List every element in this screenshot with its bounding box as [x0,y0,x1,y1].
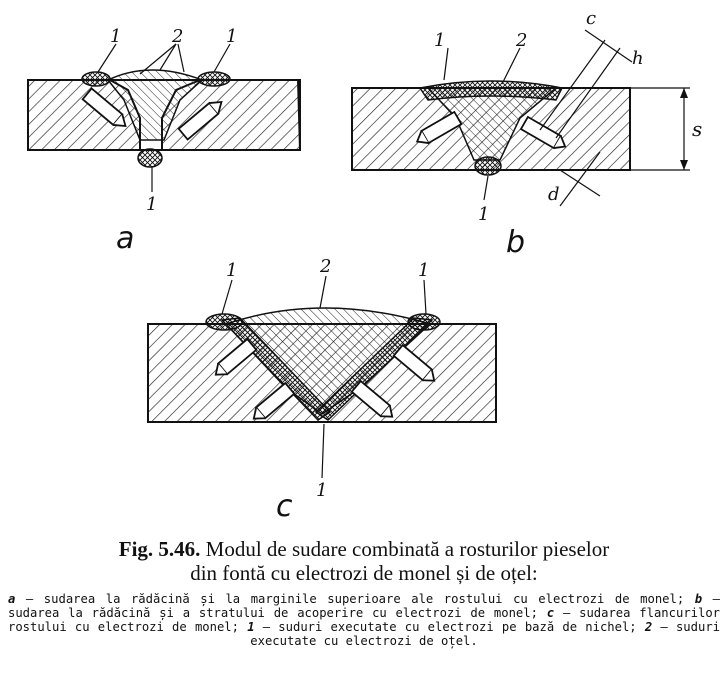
label-2-b: 2 [515,30,527,51]
label-1-c-bottom: 1 [316,480,327,501]
legend-text-1: — suduri executate cu electrozi pe bază … [262,619,637,634]
caption-title: Fig. 5.46. Modul de sudare combinată a r… [8,537,720,585]
legend-key-a: a [8,592,16,607]
weld-1-top-right-a [197,71,231,87]
stud-upper-right-c [392,343,436,382]
caption-legend: a — sudarea la rădăcină și la marginile … [8,592,721,649]
panel-letter-b: b [506,225,525,260]
label-1-a-bottom: 1 [146,194,157,215]
stud-right-a [177,100,223,141]
legend-text-2: — suduri executate cu electrozi de oțel. [250,619,720,648]
label-1-c-right: 1 [418,260,429,281]
legend-key-2: 2 [644,619,653,634]
panel-letter-c: c [276,489,293,520]
figure-caption: Fig. 5.46. Modul de sudare combinată a r… [8,537,721,649]
panel-b: 1 2 1 c h s d b [351,8,702,260]
caption-title-line2: din fontă cu electrozi de monel și de oț… [190,560,538,585]
legend-key-b: b [694,592,703,607]
panel-letter-a: a [116,221,134,256]
stud-upper-left-c [214,337,258,376]
welding-diagram: 1 2 1 1 a 1 2 1 c h [27,8,702,520]
label-s-b: s [692,117,702,141]
label-1-a-left: 1 [110,26,121,47]
panel-a: 1 2 1 1 a [27,26,302,256]
weld-1-cap-b [418,80,564,101]
caption-title-line1: Modul de sudare combinată a rosturilor p… [205,537,610,561]
caption-fig-number: Fig. 5.46. [118,537,201,561]
weld-1-top-left-a [81,71,111,87]
label-1-c-left: 1 [226,260,237,281]
stud-lower-right-c [350,379,394,418]
label-d-b: d [548,184,560,205]
label-1-b-top: 1 [434,30,445,51]
legend-text-c: — sudarea flancurilor rostului cu electr… [8,605,721,634]
stud-left-b [415,110,463,145]
label-1-a-right: 1 [226,26,237,47]
panel-c: 1 2 1 1 c [147,256,497,520]
weld-1-root-b [474,156,502,176]
stud-right-b [519,115,567,150]
legend-text-a: — sudarea la rădăcină și la marginile su… [25,592,685,607]
label-2-c: 2 [319,256,331,277]
weld-1-top-left-c [205,313,243,331]
weld-2-a [106,69,204,141]
weld-1-root-a [137,148,163,168]
stud-left-a [81,87,127,128]
legend-text-b: — sudarea la rădăcină și a stratului de … [8,592,720,620]
label-1-b-bottom: 1 [478,204,489,225]
label-h-b: h [632,48,644,69]
weld-1-top-right-c [407,313,441,331]
label-c-b: c [586,8,596,29]
label-2-a: 2 [171,26,183,47]
legend-key-c: c [546,605,555,620]
stud-lower-left-c [252,381,296,420]
legend-key-1: 1 [247,619,255,634]
